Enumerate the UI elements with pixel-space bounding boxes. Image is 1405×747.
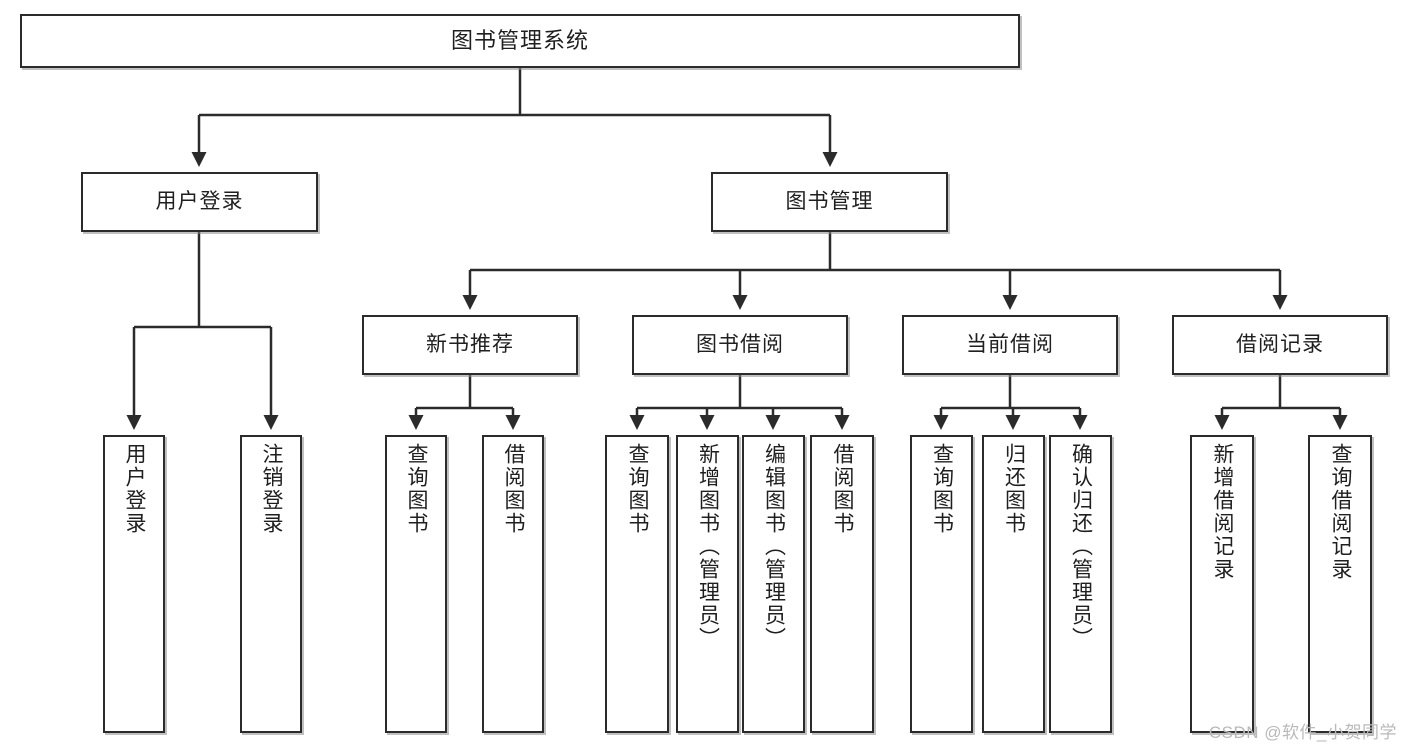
leaf-node-label: 确认归还（管理员） <box>1069 443 1093 650</box>
leaf-node-label: 查询图书 <box>930 443 954 535</box>
node-new-book-recommend-label: 新书推荐 <box>426 333 514 357</box>
leaf-node-label: 借阅图书 <box>502 443 526 535</box>
leaf-node[interactable]: 查询借阅记录 <box>1308 435 1372 733</box>
node-user-login-label: 用户登录 <box>155 190 244 214</box>
leaf-node-label: 新增图书（管理员） <box>696 443 720 650</box>
leaf-node[interactable]: 新增图书（管理员） <box>676 435 739 733</box>
leaf-node[interactable]: 确认归还（管理员） <box>1049 435 1112 733</box>
leaf-node-label: 注销登录 <box>260 443 284 535</box>
leaf-node-label: 查询图书 <box>626 443 650 535</box>
leaf-node-label: 新增借阅记录 <box>1211 443 1235 581</box>
node-book-borrow-label: 图书借阅 <box>696 333 784 357</box>
leaf-node[interactable]: 借阅图书 <box>482 435 544 733</box>
leaf-node[interactable]: 编辑图书（管理员） <box>742 435 805 733</box>
leaf-node-label: 编辑图书（管理员） <box>762 443 786 650</box>
node-new-book-recommend[interactable]: 新书推荐 <box>362 315 578 375</box>
node-current-borrow-label: 当前借阅 <box>966 333 1054 357</box>
leaf-node-label: 归还图书 <box>1002 443 1026 535</box>
csdn-watermark: CSDN @软件_小贺同学 <box>1208 723 1397 742</box>
node-borrow-record[interactable]: 借阅记录 <box>1172 315 1388 375</box>
leaf-node[interactable]: 注销登录 <box>240 435 302 733</box>
leaf-node[interactable]: 用户登录 <box>103 435 165 733</box>
node-root-label: 图书管理系统 <box>450 27 589 53</box>
node-book-borrow[interactable]: 图书借阅 <box>632 315 848 375</box>
leaf-node[interactable]: 借阅图书 <box>810 435 874 733</box>
leaf-node-label: 查询借阅记录 <box>1329 443 1353 581</box>
leaf-node[interactable]: 查询图书 <box>910 435 973 733</box>
node-current-borrow[interactable]: 当前借阅 <box>902 315 1118 375</box>
leaf-node-label: 用户登录 <box>123 443 147 535</box>
leaf-node[interactable]: 新增借阅记录 <box>1190 435 1254 733</box>
node-root[interactable]: 图书管理系统 <box>20 14 1020 68</box>
node-borrow-record-label: 借阅记录 <box>1236 333 1324 357</box>
node-book-management-label: 图书管理 <box>785 190 874 214</box>
leaf-node-label: 查询图书 <box>405 443 429 535</box>
leaf-node-label: 借阅图书 <box>831 443 855 535</box>
node-user-login[interactable]: 用户登录 <box>81 172 318 232</box>
leaf-node[interactable]: 查询图书 <box>385 435 447 733</box>
leaf-node[interactable]: 查询图书 <box>605 435 669 733</box>
leaf-node[interactable]: 归还图书 <box>982 435 1045 733</box>
node-book-management[interactable]: 图书管理 <box>711 172 948 232</box>
